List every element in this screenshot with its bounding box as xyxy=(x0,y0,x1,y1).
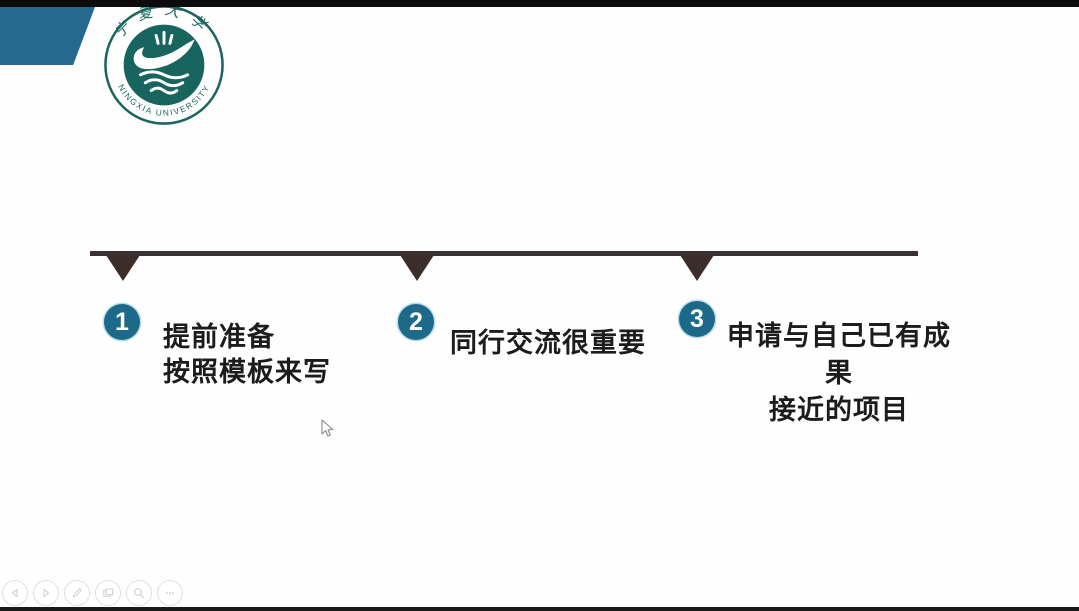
pen-icon xyxy=(72,588,82,598)
right-arrow-icon xyxy=(43,588,50,598)
timeline-line xyxy=(90,251,918,256)
timeline-text-2: 同行交流很重要 xyxy=(450,326,646,361)
timeline-marker-3 xyxy=(680,255,714,281)
timeline-text-2-line-1: 同行交流很重要 xyxy=(450,328,646,358)
university-seal-icon: 宁夏大学 NINGXIA UNIVERSITY xyxy=(104,1,224,125)
zoom-search-button[interactable] xyxy=(126,580,152,606)
timeline-text-1: 提前准备 按照模板来写 xyxy=(163,320,331,390)
mouse-cursor-icon xyxy=(321,419,334,443)
annotate-pen-button[interactable] xyxy=(64,580,90,606)
node-number: 2 xyxy=(409,307,423,336)
left-arrow-icon xyxy=(11,588,18,598)
timeline-marker-2 xyxy=(400,255,434,281)
node-number: 1 xyxy=(115,307,129,336)
magnifier-icon xyxy=(134,588,145,599)
slides-icon xyxy=(103,588,114,597)
next-slide-button[interactable] xyxy=(33,580,59,606)
timeline-node-1: 1 xyxy=(104,304,140,340)
timeline-text-1-line-2: 按照模板来写 xyxy=(163,357,331,387)
player-toolbar xyxy=(2,580,183,606)
timeline-text-3-line-2: 接近的项目 xyxy=(769,395,909,425)
letterbox-top xyxy=(0,0,1079,7)
timeline-text-3: 申请与自己已有成果 接近的项目 xyxy=(716,318,962,429)
university-logo: 宁夏大学 NINGXIA UNIVERSITY xyxy=(102,1,226,127)
logo-emblem-icon xyxy=(138,31,190,95)
slide-panel-button[interactable] xyxy=(95,580,121,606)
node-number: 3 xyxy=(690,304,704,333)
timeline-text-1-line-1: 提前准备 xyxy=(163,322,275,352)
timeline-node-2: 2 xyxy=(398,304,434,340)
previous-slide-button[interactable] xyxy=(2,580,28,606)
letterbox-bottom xyxy=(0,607,1079,611)
timeline-node-3: 3 xyxy=(679,301,715,337)
ellipsis-icon xyxy=(166,592,174,594)
more-options-button[interactable] xyxy=(157,580,183,606)
timeline-text-3-line-1: 申请与自己已有成果 xyxy=(727,321,951,388)
logo-swoosh xyxy=(133,39,195,70)
timeline-marker-1 xyxy=(106,255,140,281)
slide-accent-parallelogram xyxy=(0,7,95,65)
